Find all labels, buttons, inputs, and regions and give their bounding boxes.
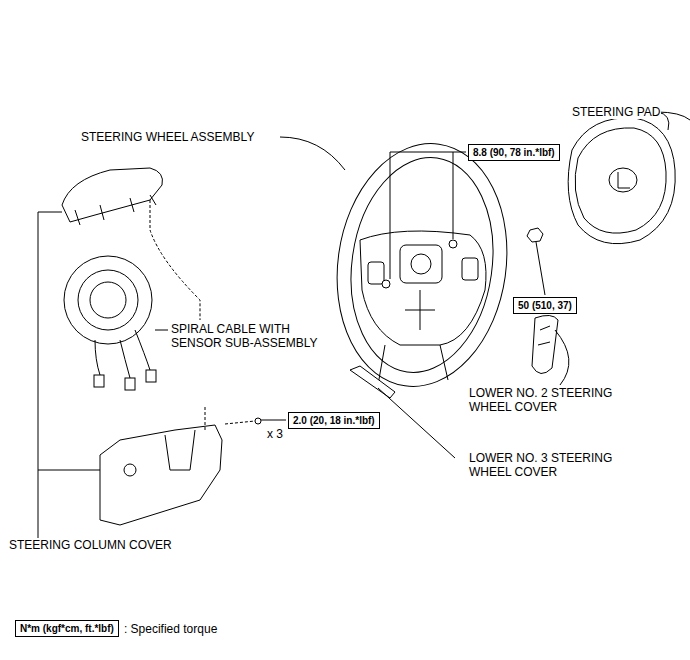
bolt [382, 280, 390, 288]
part-name: LOWER NO. 3 STEERING WHEEL COVER [468, 451, 630, 479]
quantity-mark: x 3 [266, 427, 284, 441]
lower-column-cover [100, 425, 222, 525]
torque-box: 8.8 (90, 78 in.*lbf) [468, 144, 560, 161]
part-name: LOWER NO. 2 STEERING WHEEL COVER [468, 386, 630, 414]
screw [255, 418, 261, 424]
torque-box: 2.0 (20, 18 in.*lbf) [288, 412, 380, 429]
lower-no2-cover [532, 315, 558, 373]
cover-slot [165, 430, 195, 470]
nut [527, 228, 543, 242]
part-name: STEERING WHEEL ASSEMBLY [80, 130, 255, 144]
torque-value: 50 (510, 37) [518, 299, 572, 312]
leader-line [536, 242, 545, 295]
leader-line [378, 388, 455, 458]
bolt [449, 240, 457, 248]
torque-box: N*m (kgf*cm, ft.*lbf) [15, 620, 119, 637]
part-name: STEERING COLUMN COVER [8, 538, 173, 552]
leader-line [155, 330, 168, 331]
key-hole [124, 464, 136, 476]
torque-value: 2.0 (20, 18 in.*lbf) [293, 414, 375, 427]
torque-value: 8.8 (90, 78 in.*lbf) [473, 146, 555, 159]
group-bracket [38, 212, 100, 545]
leader-line [280, 137, 345, 170]
lower-no3-cover [350, 366, 395, 398]
leader-line [261, 420, 286, 421]
part-name: STEERING PAD [571, 105, 661, 119]
torque-value: N*m (kgf*cm, ft.*lbf) [20, 622, 114, 635]
steering-wheel [322, 132, 522, 397]
dashed-line [225, 421, 255, 424]
cover-clip [75, 195, 156, 225]
cover-detail [538, 326, 550, 345]
spiral-cable [64, 256, 156, 390]
dashed-line [150, 200, 200, 320]
legend-text: : Specified torque [123, 622, 218, 636]
leader-line [390, 152, 466, 279]
dashed-line [205, 405, 206, 430]
torque-box: 50 (510, 37) [513, 297, 577, 314]
steering-pad [568, 118, 675, 244]
upper-column-cover [62, 168, 163, 222]
part-name: SPIRAL CABLE WITH SENSOR SUB-ASSEMBLY [170, 322, 332, 350]
leader-line [555, 330, 569, 385]
